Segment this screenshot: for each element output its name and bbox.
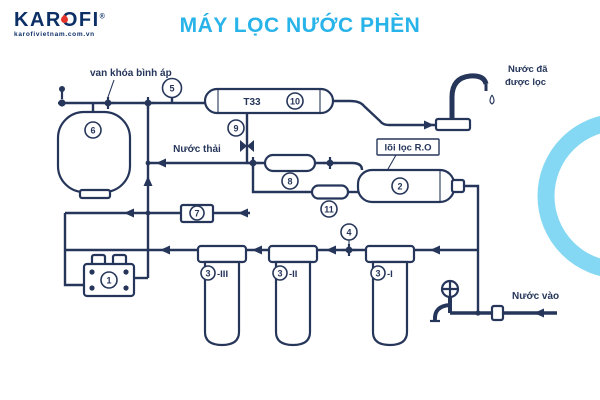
diagram-labels: van khóa bình áp Nước thải Nước đã được …	[90, 64, 559, 302]
t33-filter: T33 10	[203, 87, 335, 115]
ro-core-label: lõi lọc R.O	[385, 143, 432, 154]
marker-8: 8	[287, 177, 292, 187]
water-drop-icon	[489, 94, 495, 105]
filter-2-number: 3	[277, 269, 282, 279]
clean-water-label-1: Nước đã	[508, 64, 548, 75]
filter-housing-stage-1: 3 -I	[364, 244, 416, 347]
flow-arrow-manifold-3	[326, 245, 336, 255]
filter-housing-stage-3: 3 -III	[196, 244, 248, 347]
flow-arrow-manifold-1	[160, 245, 170, 255]
valve-cross-top-2	[141, 97, 155, 109]
flow-arrow-manifold-4	[430, 245, 440, 255]
filter-3-suffix: -III	[217, 269, 228, 280]
marker-9: 9	[233, 124, 238, 134]
flow-arrow-manifold-2	[252, 245, 262, 255]
pressure-tank: 6	[56, 110, 132, 200]
clean-water-pipe	[333, 99, 436, 127]
valve-cross-4: 4	[340, 223, 358, 256]
marker-9-group: 9	[227, 119, 245, 137]
marker-5: 5	[169, 84, 174, 94]
inline-filter-8: 8	[263, 153, 317, 190]
check-valve	[240, 140, 254, 152]
waste-pipe	[150, 161, 364, 171]
inlet-water-label: Nước vào	[512, 291, 559, 302]
filter-3-number: 3	[205, 269, 210, 279]
inlet-tap	[430, 279, 505, 323]
registered-mark: ®	[99, 13, 107, 21]
flow-arrow-to-faucet	[424, 120, 434, 130]
junction-dot	[145, 210, 151, 216]
filter-1-suffix: -I	[387, 269, 393, 280]
flush-box-7: 7	[179, 203, 215, 224]
pump: 1	[82, 253, 136, 298]
pressure-valve-label: van khóa bình áp	[90, 68, 172, 79]
pipe-coupling	[490, 304, 505, 322]
marker-1: 1	[106, 276, 111, 286]
left-down-pipe	[63, 213, 83, 287]
marker-2: 2	[397, 182, 402, 192]
clean-water-label-2: được lọc	[505, 77, 546, 88]
valve-cross-waste-1	[246, 157, 260, 169]
page-title: MÁY LỌC NƯỚC PHÈN	[179, 14, 421, 37]
pressure-gauge: 5	[161, 77, 183, 99]
flow-arrow-waste	[156, 158, 166, 168]
marker-10: 10	[290, 97, 300, 107]
marker-7: 7	[194, 209, 199, 219]
ro-label-box: lõi lọc R.O	[376, 138, 440, 170]
ro-out-pipe	[464, 184, 480, 250]
flow-arrows	[124, 120, 544, 318]
logo-text: KAROFI	[14, 9, 100, 31]
flow-arrow-inlet	[534, 308, 544, 318]
inline-filter-11: 11	[310, 184, 350, 218]
clean-faucet	[434, 73, 495, 132]
logo-url: karofivietnam.com.vn	[14, 31, 95, 38]
valve-cross-top-1	[101, 97, 115, 109]
filter-2-suffix: -II	[289, 269, 297, 280]
flow-arrow-mid-2	[238, 208, 248, 218]
flow-arrow-mid-1	[124, 208, 134, 218]
waste-water-label: Nước thải	[173, 144, 221, 155]
karofi-logo: KAROFI®	[14, 10, 106, 30]
filter-1-number: 3	[375, 269, 380, 279]
junction-dot	[475, 310, 481, 316]
marker-6: 6	[90, 126, 95, 136]
valve-cross-waste-2	[323, 157, 337, 169]
t33-label: T33	[243, 97, 261, 108]
filter-housing-stage-2: 3 -II	[267, 244, 319, 347]
cyan-arc-decoration	[537, 115, 600, 277]
shutoff-valve	[58, 86, 66, 107]
marker-11: 11	[324, 205, 334, 215]
bypass-pipe-left	[251, 163, 312, 194]
flow-arrow-up-tank	[143, 176, 153, 186]
marker-4: 4	[346, 228, 351, 238]
junction-dot	[145, 160, 151, 166]
ro-membrane: 2	[356, 168, 466, 204]
